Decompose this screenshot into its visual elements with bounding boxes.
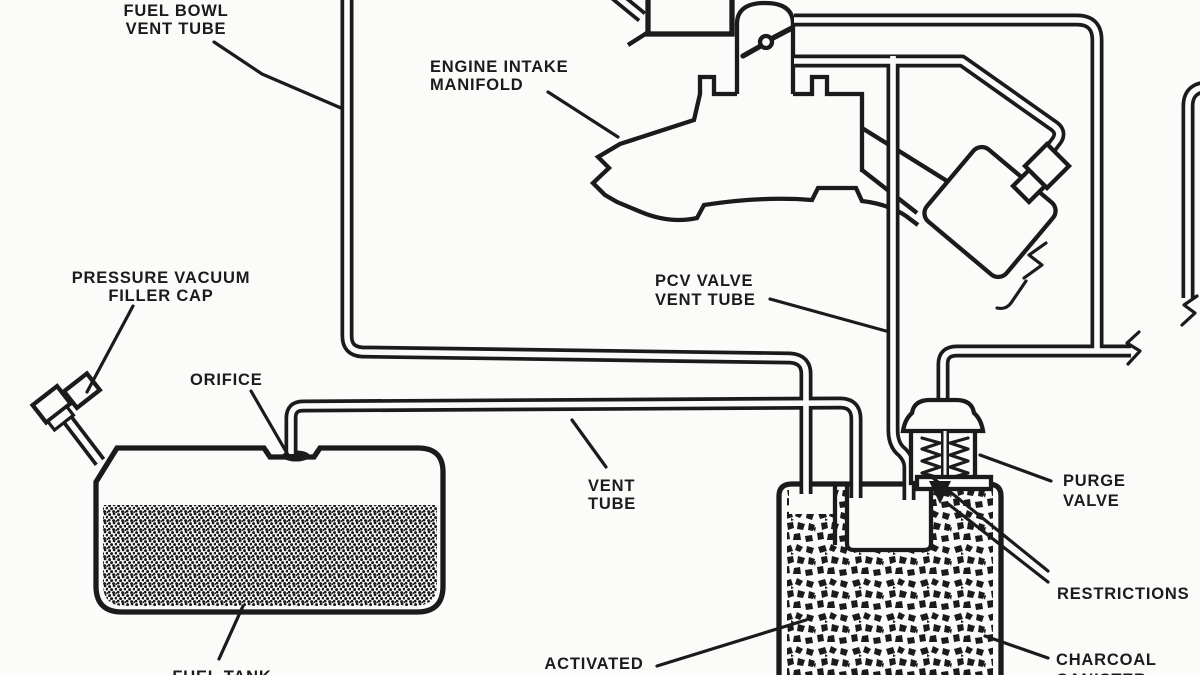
fuel-tank (29, 370, 446, 615)
tube-break-marks (1125, 294, 1199, 366)
throttle-plate (740, 25, 795, 59)
label-pressure-vacuum-filler-cap: PRESSURE VACUUM (72, 269, 251, 287)
pressure-vacuum-filler-cap (29, 370, 103, 433)
label-pcv-valve-vent-tube-2: VENT TUBE (655, 291, 756, 309)
leader-lines (85, 40, 1053, 668)
restriction-tee (914, 474, 994, 492)
manifold-right-runner (860, 126, 949, 183)
carburetor-throat (734, 0, 796, 94)
label-pcv-valve-vent-tube: PCV VALVE (655, 272, 753, 290)
carburetor-fuel-bowl (645, 0, 735, 37)
label-pressure-vacuum-filler-cap-2: FILLER CAP (108, 287, 213, 305)
canister-center-chamber (844, 486, 934, 553)
charcoal-canister (776, 481, 1004, 675)
purge-valve (900, 397, 994, 504)
purge-valve-cap (900, 397, 986, 434)
label-charcoal-canister-2: CANISTER (1056, 671, 1147, 675)
label-restrictions: RESTRICTIONS (1057, 585, 1189, 603)
pcv-grommet (1009, 140, 1073, 206)
label-vent-tube: VENT (588, 477, 635, 495)
label-engine-intake-manifold-2: MANIFOLD (430, 76, 523, 94)
fuel-liquid (103, 505, 437, 606)
label-fuel-tank: FUEL TANK (172, 668, 271, 675)
tubes (284, 0, 1200, 500)
cover-cut-tail (995, 279, 1028, 311)
label-engine-intake-manifold: ENGINE INTAKE (430, 58, 568, 76)
carburetor (610, 0, 796, 94)
label-fuel-bowl-vent-tube-2: VENT TUBE (126, 20, 227, 38)
fuel-tank-body (93, 445, 446, 615)
label-vent-tube-2: TUBE (588, 495, 636, 513)
label-orifice: ORIFICE (190, 371, 263, 389)
label-purge-valve: PURGE (1063, 472, 1126, 490)
label-purge-valve-2: VALVE (1063, 492, 1120, 510)
pcv-valve-cover (922, 140, 1073, 311)
label-charcoal-canister: CHARCOAL (1056, 651, 1157, 669)
label-activated-charcoal: ACTIVATED (544, 655, 643, 673)
label-fuel-bowl-vent-tube: FUEL BOWL (124, 2, 229, 20)
label-activated-charcoal-2: CHARCOAL (544, 673, 645, 675)
labels: FUEL BOWL VENT TUBE ENGINE INTAKE MANIFO… (72, 2, 1189, 675)
